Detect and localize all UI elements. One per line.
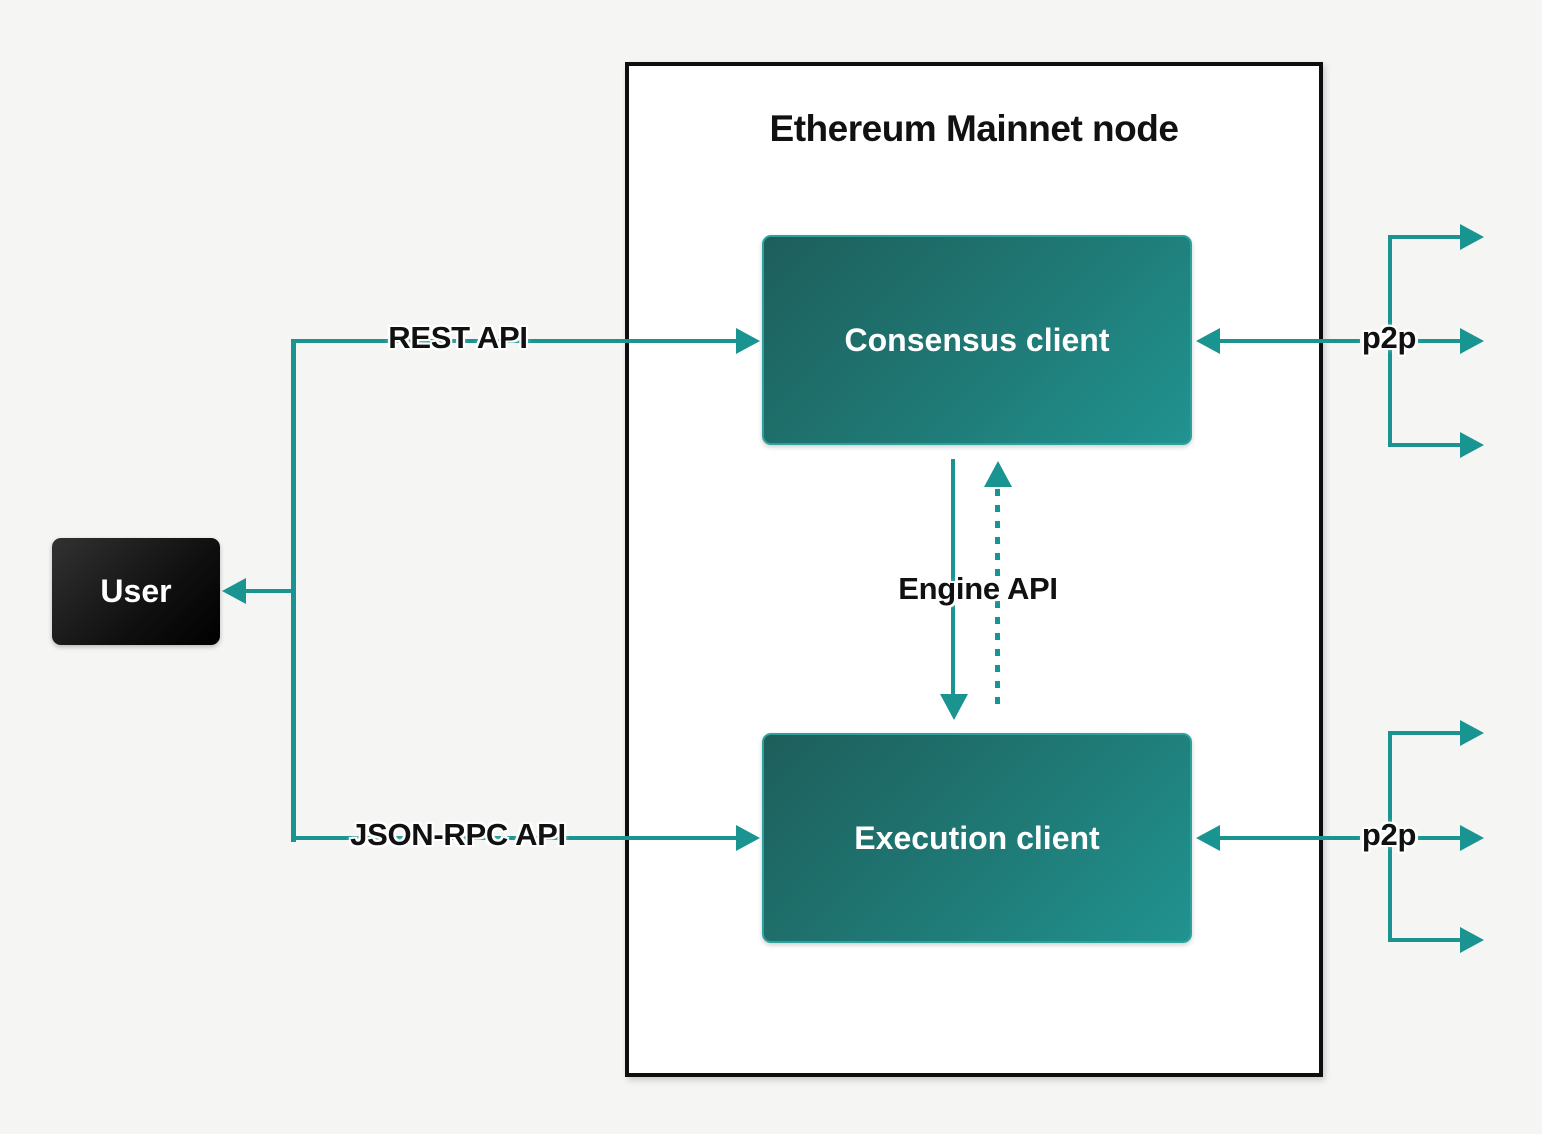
p2p-consensus-inbound-line bbox=[1220, 339, 1360, 343]
arrowhead-into-execution-icon bbox=[736, 825, 760, 851]
diagram-title: Ethereum Mainnet node bbox=[769, 108, 1179, 149]
p2p-execution-fan-bottom-line bbox=[1388, 938, 1463, 942]
p2p-execution-fan-top-line bbox=[1388, 731, 1463, 735]
user-node: User bbox=[52, 538, 220, 645]
arrowhead-p2p-consensus-bottom-icon bbox=[1460, 432, 1484, 458]
arrowhead-into-user-icon bbox=[222, 578, 246, 604]
json-rpc-api-label: JSON-RPC API bbox=[350, 817, 566, 852]
arrowhead-p2p-into-execution-icon bbox=[1196, 825, 1220, 851]
execution-client-node: Execution client bbox=[762, 733, 1192, 943]
engine-api-label: Engine API bbox=[898, 571, 1058, 606]
arrowhead-p2p-execution-middle-icon bbox=[1460, 825, 1484, 851]
p2p-execution-fan-vertical-line bbox=[1388, 731, 1392, 942]
arrowhead-p2p-execution-bottom-icon bbox=[1460, 927, 1484, 953]
consensus-client-label: Consensus client bbox=[844, 321, 1110, 358]
consensus-client-node: Consensus client bbox=[762, 235, 1192, 445]
p2p-consensus-fan-bottom-line bbox=[1388, 443, 1463, 447]
arrowhead-p2p-execution-top-icon bbox=[1460, 720, 1484, 746]
p2p-consensus-label: p2p bbox=[1361, 320, 1417, 355]
json-rpc-api-connector-line bbox=[291, 836, 737, 840]
arrowhead-into-consensus-icon bbox=[736, 328, 760, 354]
engine-api-dotted-line bbox=[995, 489, 1000, 712]
execution-client-label: Execution client bbox=[854, 819, 1100, 856]
arrowhead-p2p-into-consensus-icon bbox=[1196, 328, 1220, 354]
p2p-consensus-fan-vertical-line bbox=[1388, 235, 1392, 447]
engine-api-solid-line bbox=[951, 459, 955, 697]
p2p-consensus-fan-top-line bbox=[1388, 235, 1463, 239]
p2p-execution-fan-middle-line bbox=[1418, 836, 1463, 840]
user-connector-line bbox=[246, 589, 296, 593]
arrowhead-p2p-consensus-middle-icon bbox=[1460, 328, 1484, 354]
arrowhead-p2p-consensus-top-icon bbox=[1460, 224, 1484, 250]
user-node-label: User bbox=[100, 573, 172, 609]
p2p-execution-inbound-line bbox=[1220, 836, 1360, 840]
arrowhead-engine-down-icon bbox=[940, 694, 968, 720]
p2p-consensus-fan-middle-line bbox=[1418, 339, 1463, 343]
rest-api-connector-line bbox=[291, 339, 737, 343]
p2p-execution-label: p2p bbox=[1361, 817, 1417, 852]
arrowhead-engine-up-icon bbox=[984, 461, 1012, 487]
rest-api-label: REST API bbox=[388, 320, 528, 355]
